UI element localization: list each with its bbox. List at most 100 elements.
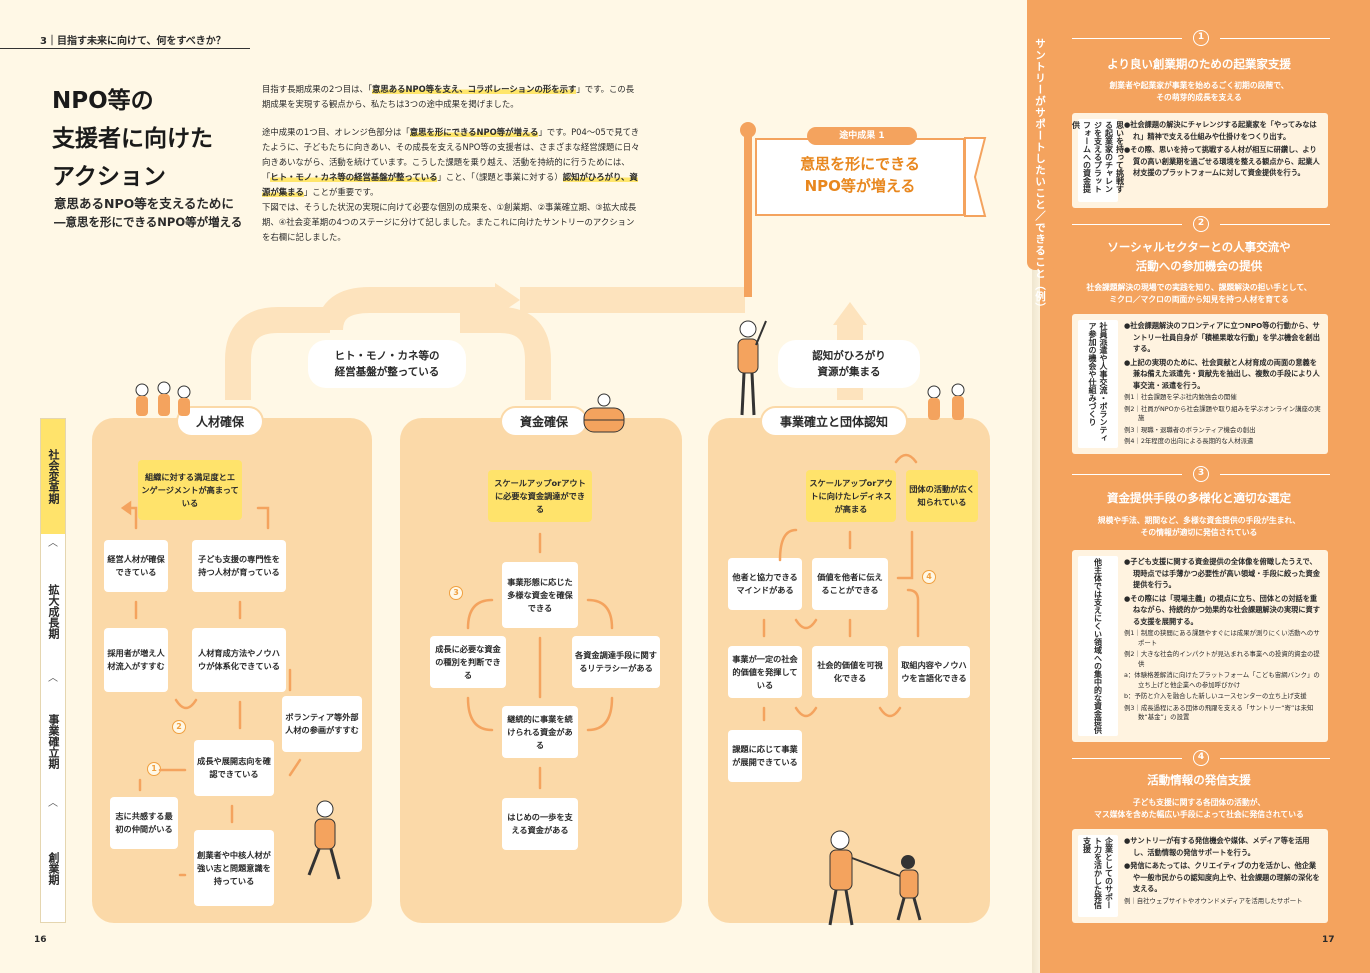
item-detail-box: 思いを持って挑戦する起業家のチャレンジを支えるプラットフォームへの資金提供 ●社… (1072, 113, 1328, 208)
flow-diagram-background (225, 122, 987, 400)
title-line: アクション (52, 164, 166, 190)
panel-title-business: 事業確立と団体認知 (762, 408, 907, 435)
people-dancing-illustration (828, 830, 922, 926)
fund-box-2: 事業形態に応じた多様な資金を確保できる (502, 562, 578, 628)
pill-line: 資源が集まる (817, 366, 881, 378)
step-number: 2 (172, 720, 186, 734)
panel-title-fund: 資金確保 (502, 408, 587, 435)
stage-founding: 創業期 (47, 851, 60, 885)
pill-line: ヒト・モノ・カネ等の (334, 350, 440, 362)
item-number: 3 (1193, 466, 1209, 482)
pill-line: 経営基盤が整っている (334, 366, 440, 378)
person-jumping-illustration (307, 800, 341, 880)
title-line: 支援者に向けた (52, 126, 213, 152)
flag-title-line: 意思を形にできる (800, 155, 920, 173)
hr-box-1: 組織に対する満足度とエンゲージメントが高まっている (138, 460, 242, 520)
item-side-label: 社員派遣や人事交流・ボランティア参加の機会や仕組みづくり (1078, 320, 1118, 448)
intro-paragraph: 途中成果の1つ目、オレンジ色部分は「意思を形にできるNPO等が増える」です。P0… (262, 127, 640, 197)
biz-box-7: 取組内容やノウハウを言語化できる (898, 646, 970, 698)
biz-box-3: 他者と協力できるマインドがある (728, 558, 802, 610)
divider (1220, 224, 1330, 225)
biz-box-5: 事業が一定の社会的価値を発揮している (728, 646, 802, 698)
chevron-icon: ︿ (48, 798, 58, 809)
hr-box-6: ボランティア等外部人材の参画がすすむ (282, 696, 362, 752)
stage-establishment: 事業確立期 (47, 714, 60, 769)
item-subtitle: 社会課題解決の現場での実践を知り、課題解決の担い手として、ミクロ／マクロの両面か… (1086, 283, 1312, 304)
biz-box-8: 課題に応じて事業が展開できている (728, 730, 802, 782)
biz-box-2: 団体の活動が広く知られている (906, 470, 978, 522)
page-title: NPO等の 支援者に向けた アクション (52, 82, 213, 196)
fund-box-4: 各資金調達手段に関するリテラシーがある (572, 636, 660, 688)
group-people-illustration (135, 381, 191, 416)
section-header: 3｜目指す未来に向けて、何をすべきか？ (40, 36, 226, 47)
biz-box-4: 価値を他者に伝えることができる (812, 558, 888, 610)
item-title: 資金提供手段の多様化と適切な選定 (1107, 491, 1291, 505)
intro-paragraph: 下図では、そうした状況の実現に向けて必要な個別の成果を、①創業期、②事業確立期、… (262, 202, 637, 242)
fund-box-1: スケールアップorアウトに必要な資金調達ができる (488, 470, 592, 522)
item-subtitle: 創業者や起業家が事業を始めるごく初期の段階で、その萌芽的成長を支える (1109, 81, 1289, 102)
step-number: 3 (449, 586, 463, 600)
stage-column: 社会変革期 ︿ 拡大成長期 ︿ 事業確立期 ︿ 創業期 (40, 418, 66, 923)
item-side-label: 思いを持って挑戦する起業家のチャレンジを支えるプラットフォームへの資金提供 (1072, 119, 1125, 202)
item-number: 2 (1193, 216, 1209, 232)
biz-box-1: スケールアップorアウトに向けたレディネスが高まる (806, 470, 896, 522)
hr-box-8: 志に共感する最初の仲間がいる (110, 797, 178, 849)
title-line: NPO等の (52, 88, 154, 114)
item-title: 活動情報の発信支援 (1147, 773, 1251, 787)
item-title: ソーシャルセクターとの人事交流や活動への参加機会の提供 (1107, 240, 1291, 273)
subtitle: 意思あるNPO等を支えるために (54, 196, 234, 211)
right-vertical-title: サントリーがサポートしたいこと／できること（例） (1034, 38, 1046, 314)
group-people-illustration (927, 383, 965, 420)
flag-tag: 途中成果 1 (807, 127, 917, 145)
divider (1072, 758, 1182, 759)
item-detail-box: 企業としてのサポート力を活かした発信支援 ●サントリーが有する発信機会や媒体、メ… (1072, 829, 1328, 923)
hr-box-9: 創業者や中核人材が強い志と問題意識を持っている (194, 830, 274, 906)
step-number: 1 (147, 762, 161, 776)
pill-management-base: ヒト・モノ・カネ等の 経営基盤が整っている (308, 340, 466, 388)
divider (1220, 474, 1330, 475)
page-number-left: 16 (34, 935, 47, 945)
pill-line: 認知がひろがり (812, 350, 886, 362)
item-body: ●社会課題解決のフロンティアに立つNPO等の行動から、サントリー社員自身が「積極… (1124, 321, 1321, 445)
item-title: より良い創業期のための起業家支援 (1107, 57, 1291, 71)
hr-box-3: 子ども支援の専門性を持つ人材が育っている (192, 540, 286, 592)
item-number: 1 (1193, 30, 1209, 46)
item-body: ●社会課題の解決にチャレンジする起業家を「やってみなはれ」精神で支える仕組みや仕… (1124, 120, 1320, 177)
person-pointing-illustration (737, 320, 767, 416)
right-vertical-title-tab (1027, 0, 1057, 270)
item-body: ●子ども支援に関する資金提供の全体像を俯瞰したうえで、現時点では手薄かつ必要性が… (1124, 557, 1320, 721)
chevron-icon: ︿ (48, 673, 58, 684)
item-subtitle: 規模や手法、期間など、多様な資金提供の手段が生まれ、その情報が適切に発信されてい… (1097, 516, 1301, 537)
item-detail-box: 社員派遣や人事交流・ボランティア参加の機会や仕組みづくり ●社会課題解決のフロン… (1072, 314, 1328, 454)
hr-box-4: 採用者が増え人材流入がすすむ (104, 628, 168, 692)
stage-growth: 拡大成長期 (47, 584, 60, 639)
biz-box-6: 社会的価値を可視化できる (812, 646, 888, 698)
item-number: 4 (1193, 750, 1209, 766)
flag-title-line: NPO等が増える (804, 177, 916, 195)
stage-social-change: 社会変革期 (41, 419, 65, 534)
chevron-icon: ︿ (48, 538, 58, 549)
fund-box-6: はじめの一歩を支える資金がある (502, 798, 578, 850)
left-page: 3｜目指す未来に向けて、何をすべきか？ NPO等の 支援者に向けた アクション … (0, 0, 1040, 973)
fund-box-3: 成長に必要な資金の種別を判断できる (430, 636, 506, 688)
step-number: 4 (922, 570, 936, 584)
divider (1072, 474, 1182, 475)
intro-paragraph: 目指す長期成果の2つ目は、「意思あるNPO等を支え、コラボレーションの形を示す」… (262, 84, 635, 109)
pill-awareness: 認知がひろがり 資源が集まる (778, 340, 920, 388)
divider (1220, 38, 1330, 39)
flag-title: 意思を形にできる NPO等が増える (760, 153, 960, 197)
item-side-label: 他主体では支えにくい領域への集中的な資金提供 (1078, 556, 1118, 736)
hr-box-5: 人材育成方法やノウハウが体系化できている (192, 628, 286, 692)
item-side-label: 企業としてのサポート力を活かした発信支援 (1078, 835, 1118, 917)
panel-title-hr: 人材確保 (178, 408, 263, 435)
hr-box-7: 成長や展開志向を確認できている (194, 740, 274, 796)
divider (1072, 224, 1182, 225)
fund-box-5: 継続的に事業を続けられる資金がある (502, 706, 578, 758)
intro-text: 目指す長期成果の2つ目は、「意思あるNPO等を支え、コラボレーションの形を示す」… (262, 82, 642, 258)
subtitle-secondary: ―意思を形にできるNPO等が増える (54, 215, 243, 229)
divider (1220, 758, 1330, 759)
item-subtitle: 子ども支援に関する各団体の活動が、マス媒体を含めた幅広い手段によって社会に発信さ… (1094, 798, 1304, 819)
bricks-illustration (583, 393, 625, 433)
page-number-right: 17 (1322, 935, 1335, 945)
